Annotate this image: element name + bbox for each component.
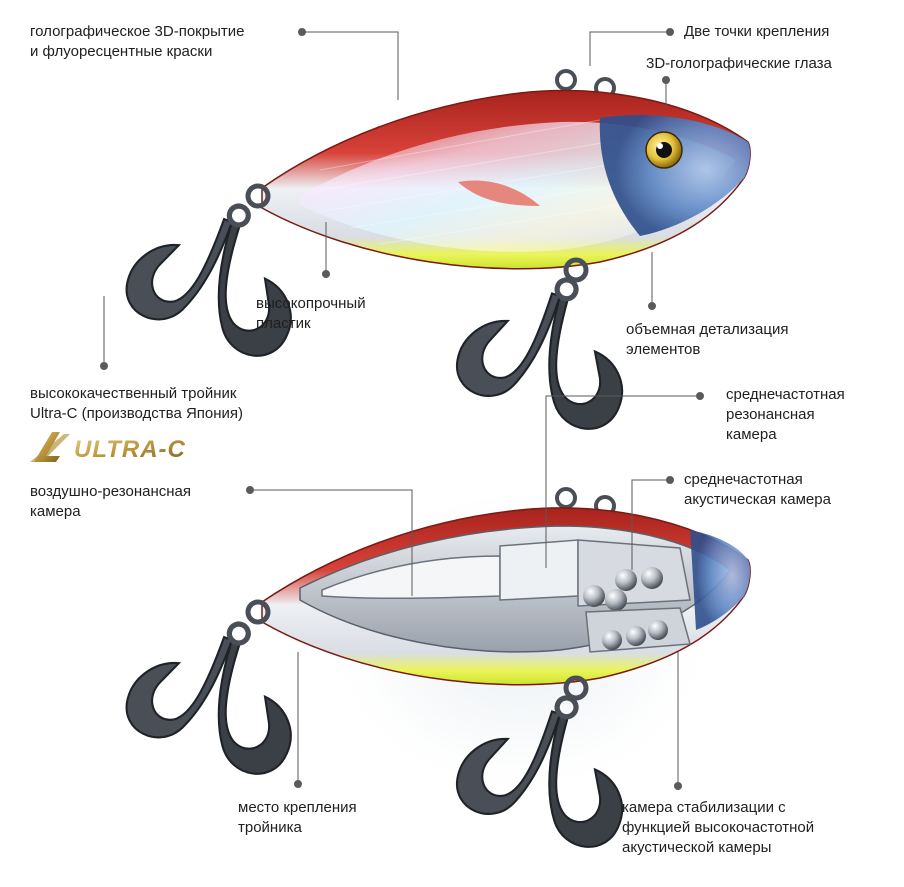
label-stabilizer-chamber: камера стабилизации с функцией высокочас… [622,799,815,856]
ultra-c-logo: ULTRA-C [30,432,186,463]
label-air-chamber: воздушно-резонансная камера [30,483,191,520]
label-detail: объемная детализация элементов [626,321,789,358]
label-attachment-points: Две точки крепления [684,23,830,40]
treble-hook-icon [449,255,652,437]
label-mid-resonance-chamber: среднечастотная резонансная камера [726,386,845,443]
label-hook-mount: место крепления тройника [238,799,357,836]
mid-resonance-chamber [499,539,579,601]
label-treble-hook: высококачественный тройник Ultra-C (прои… [30,385,244,422]
leader-lines [100,28,704,790]
lure-head [599,115,751,236]
bottom-lure-cutaway [118,487,751,855]
attach-ring-icon [555,487,577,509]
label-hologram-coating: голографическое 3D-покрытие и флуоресцен… [30,23,245,60]
label-3d-eyes: 3D-голографические глаза [646,55,832,72]
label-plastic: высокопрочный пластик [256,295,366,332]
top-lure [118,69,751,437]
svg-text:ULTRA-C: ULTRA-C [74,436,186,463]
label-mid-acoustic-chamber: среднечастотная акустическая камера [684,471,831,508]
attach-ring-icon [555,69,577,91]
